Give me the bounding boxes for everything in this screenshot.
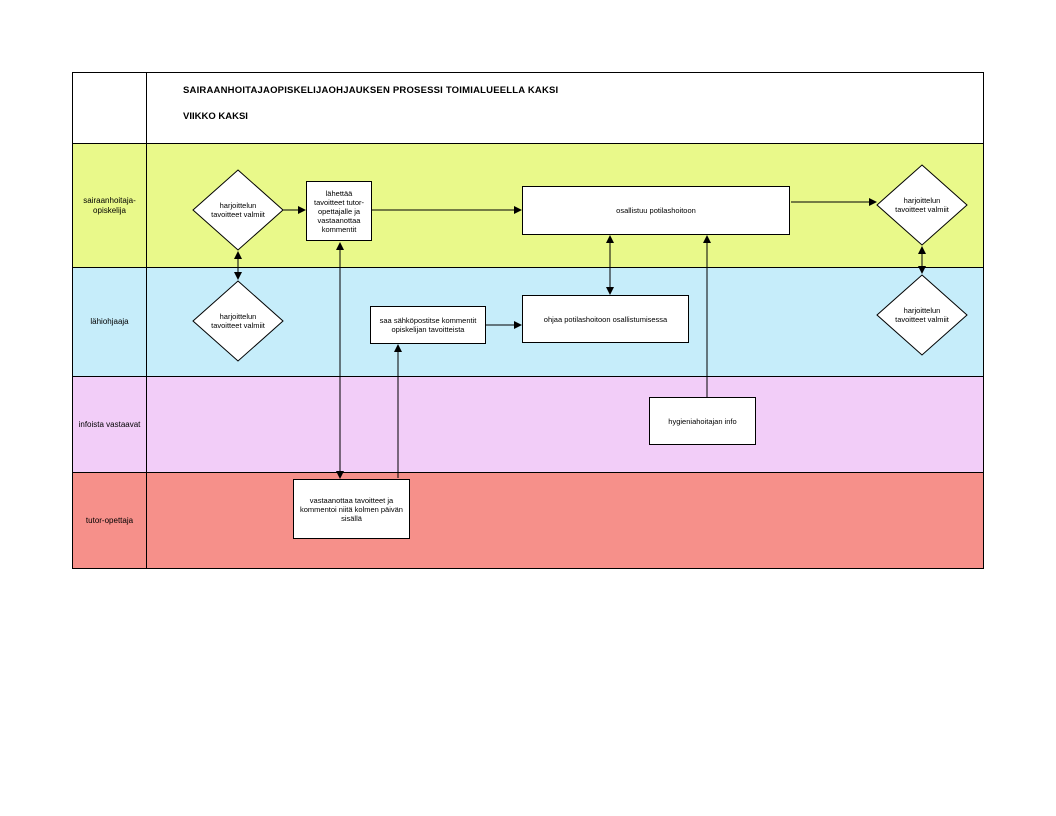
decision-text-student-2: harjoittelun tavoitteet valmiit: [895, 195, 949, 215]
lane-header-info: infoista vastaavat: [72, 376, 147, 473]
diagram-title: SAIRAANHOITAJAOPISKELIJAOHJAUKSEN PROSES…: [183, 85, 559, 96]
lane-info: [72, 376, 984, 473]
diagram-subtitle: VIIKKO KAKSI: [183, 111, 248, 122]
decision-text-mentor-1: harjoittelun tavoitteet valmiit: [211, 311, 265, 331]
process-tutor-receive: vastaanottaa tavoitteet ja kommentoi nii…: [293, 479, 410, 539]
lane-header-mentor: lähiohjaaja: [72, 267, 147, 377]
decision-diamond-student-2: [876, 164, 968, 246]
process-hygiene-info: hygieniahoitajan info: [649, 397, 756, 445]
process-participate-care: osallistuu potilashoitoon: [522, 186, 790, 235]
process-guide-care: ohjaa potilashoitoon osallistumisessa: [522, 295, 689, 343]
decision-text-mentor-2: harjoittelun tavoitteet valmiit: [895, 305, 949, 325]
title-divider: [146, 72, 147, 144]
decision-diamond-student-1: [192, 169, 284, 251]
decision-diamond-mentor-2: [876, 274, 968, 356]
lane-tutor: [72, 472, 984, 569]
decision-text-student-1: harjoittelun tavoitteet valmiit: [211, 200, 265, 220]
decision-diamond-mentor-1: [192, 280, 284, 362]
process-receive-email: saa sähköpostitse kommentit opiskelijan …: [370, 306, 486, 344]
lane-header-student: sairaanhoitaja-opiskelija: [72, 143, 147, 268]
lane-header-tutor: tutor-opettaja: [72, 472, 147, 569]
process-send-goals: lähettää tavoitteet tutor-opettajalle ja…: [306, 181, 372, 241]
